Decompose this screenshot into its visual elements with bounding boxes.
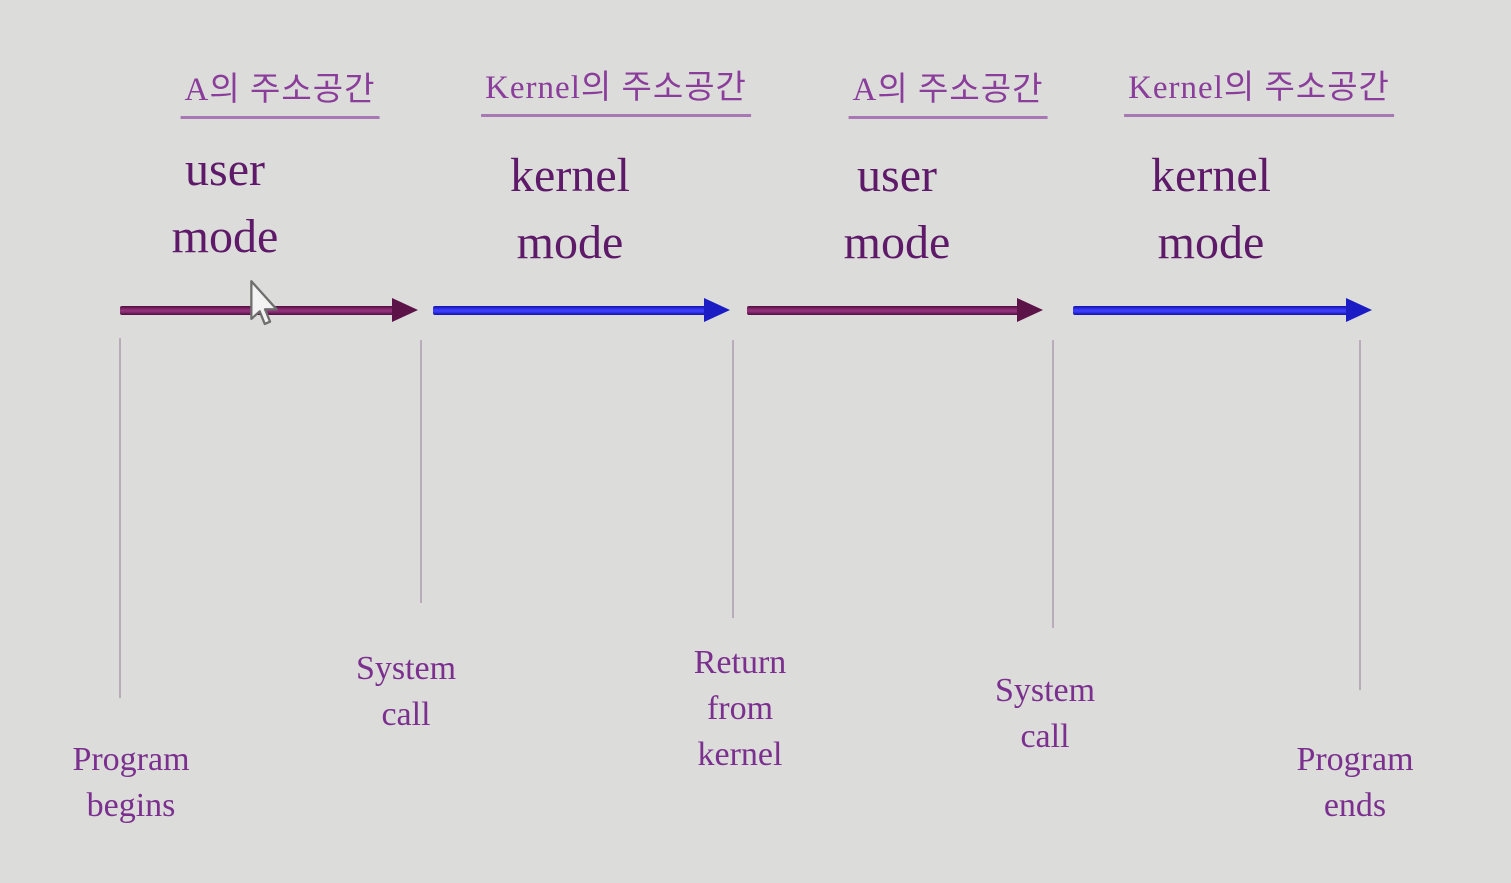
mode-label-2-line1: kernel <box>510 149 630 202</box>
arrow-head-icon <box>392 298 418 322</box>
tick-line-system-call-1 <box>420 340 422 603</box>
arrow-head-icon <box>1017 298 1043 322</box>
mode-label-3: user mode <box>844 142 951 276</box>
event-line: Program <box>72 741 190 778</box>
kernel-mode-arrow-1 <box>433 298 730 322</box>
event-line: from <box>706 690 774 727</box>
mode-label-4-line2: mode <box>1157 216 1265 269</box>
event-line: Return <box>693 644 787 681</box>
mode-label-1-line1: user <box>185 143 265 196</box>
arrow-head-icon <box>704 298 730 322</box>
tick-line-return-from-kernel <box>732 340 734 618</box>
mode-label-1-line2: mode <box>171 210 279 263</box>
event-label-program-ends: Program ends <box>1296 737 1413 829</box>
arrow-shaft <box>433 306 706 315</box>
address-space-header-3: A의 주소공간 <box>848 62 1048 119</box>
arrow-shaft <box>747 306 1019 315</box>
arrow-shaft <box>1073 306 1348 315</box>
mode-label-4: kernel mode <box>1151 142 1271 276</box>
event-label-system-call-2: System call <box>995 668 1095 760</box>
mode-label-1: user mode <box>172 136 279 270</box>
event-label-program-begins: Program begins <box>72 737 189 829</box>
event-label-return-from-kernel: Return from kernel <box>694 640 787 778</box>
address-space-header-1: A의 주소공간 <box>180 62 380 119</box>
event-line: ends <box>1323 787 1387 824</box>
event-line: System <box>994 672 1096 709</box>
mode-label-3-line1: user <box>857 149 937 202</box>
address-space-header-4: Kernel의 주소공간 <box>1124 60 1394 117</box>
mode-label-2-line2: mode <box>516 216 624 269</box>
arrow-head-icon <box>1346 298 1372 322</box>
user-mode-arrow-2 <box>747 298 1043 322</box>
kernel-mode-arrow-2 <box>1073 298 1372 322</box>
tick-line-program-begins <box>119 338 121 698</box>
event-line: kernel <box>697 736 783 773</box>
event-line: Program <box>1296 741 1414 778</box>
tick-line-program-ends <box>1359 340 1361 690</box>
mode-label-2: kernel mode <box>510 142 630 276</box>
address-space-header-2: Kernel의 주소공간 <box>481 60 751 117</box>
event-label-system-call-1: System call <box>356 646 456 738</box>
mouse-cursor-icon <box>248 280 280 333</box>
tick-line-system-call-2 <box>1052 340 1054 628</box>
event-line: System <box>355 650 457 687</box>
event-line: call <box>381 696 431 733</box>
event-line: call <box>1020 718 1070 755</box>
mode-label-3-line2: mode <box>843 216 951 269</box>
mode-label-4-line1: kernel <box>1151 149 1271 202</box>
event-line: begins <box>86 787 176 824</box>
